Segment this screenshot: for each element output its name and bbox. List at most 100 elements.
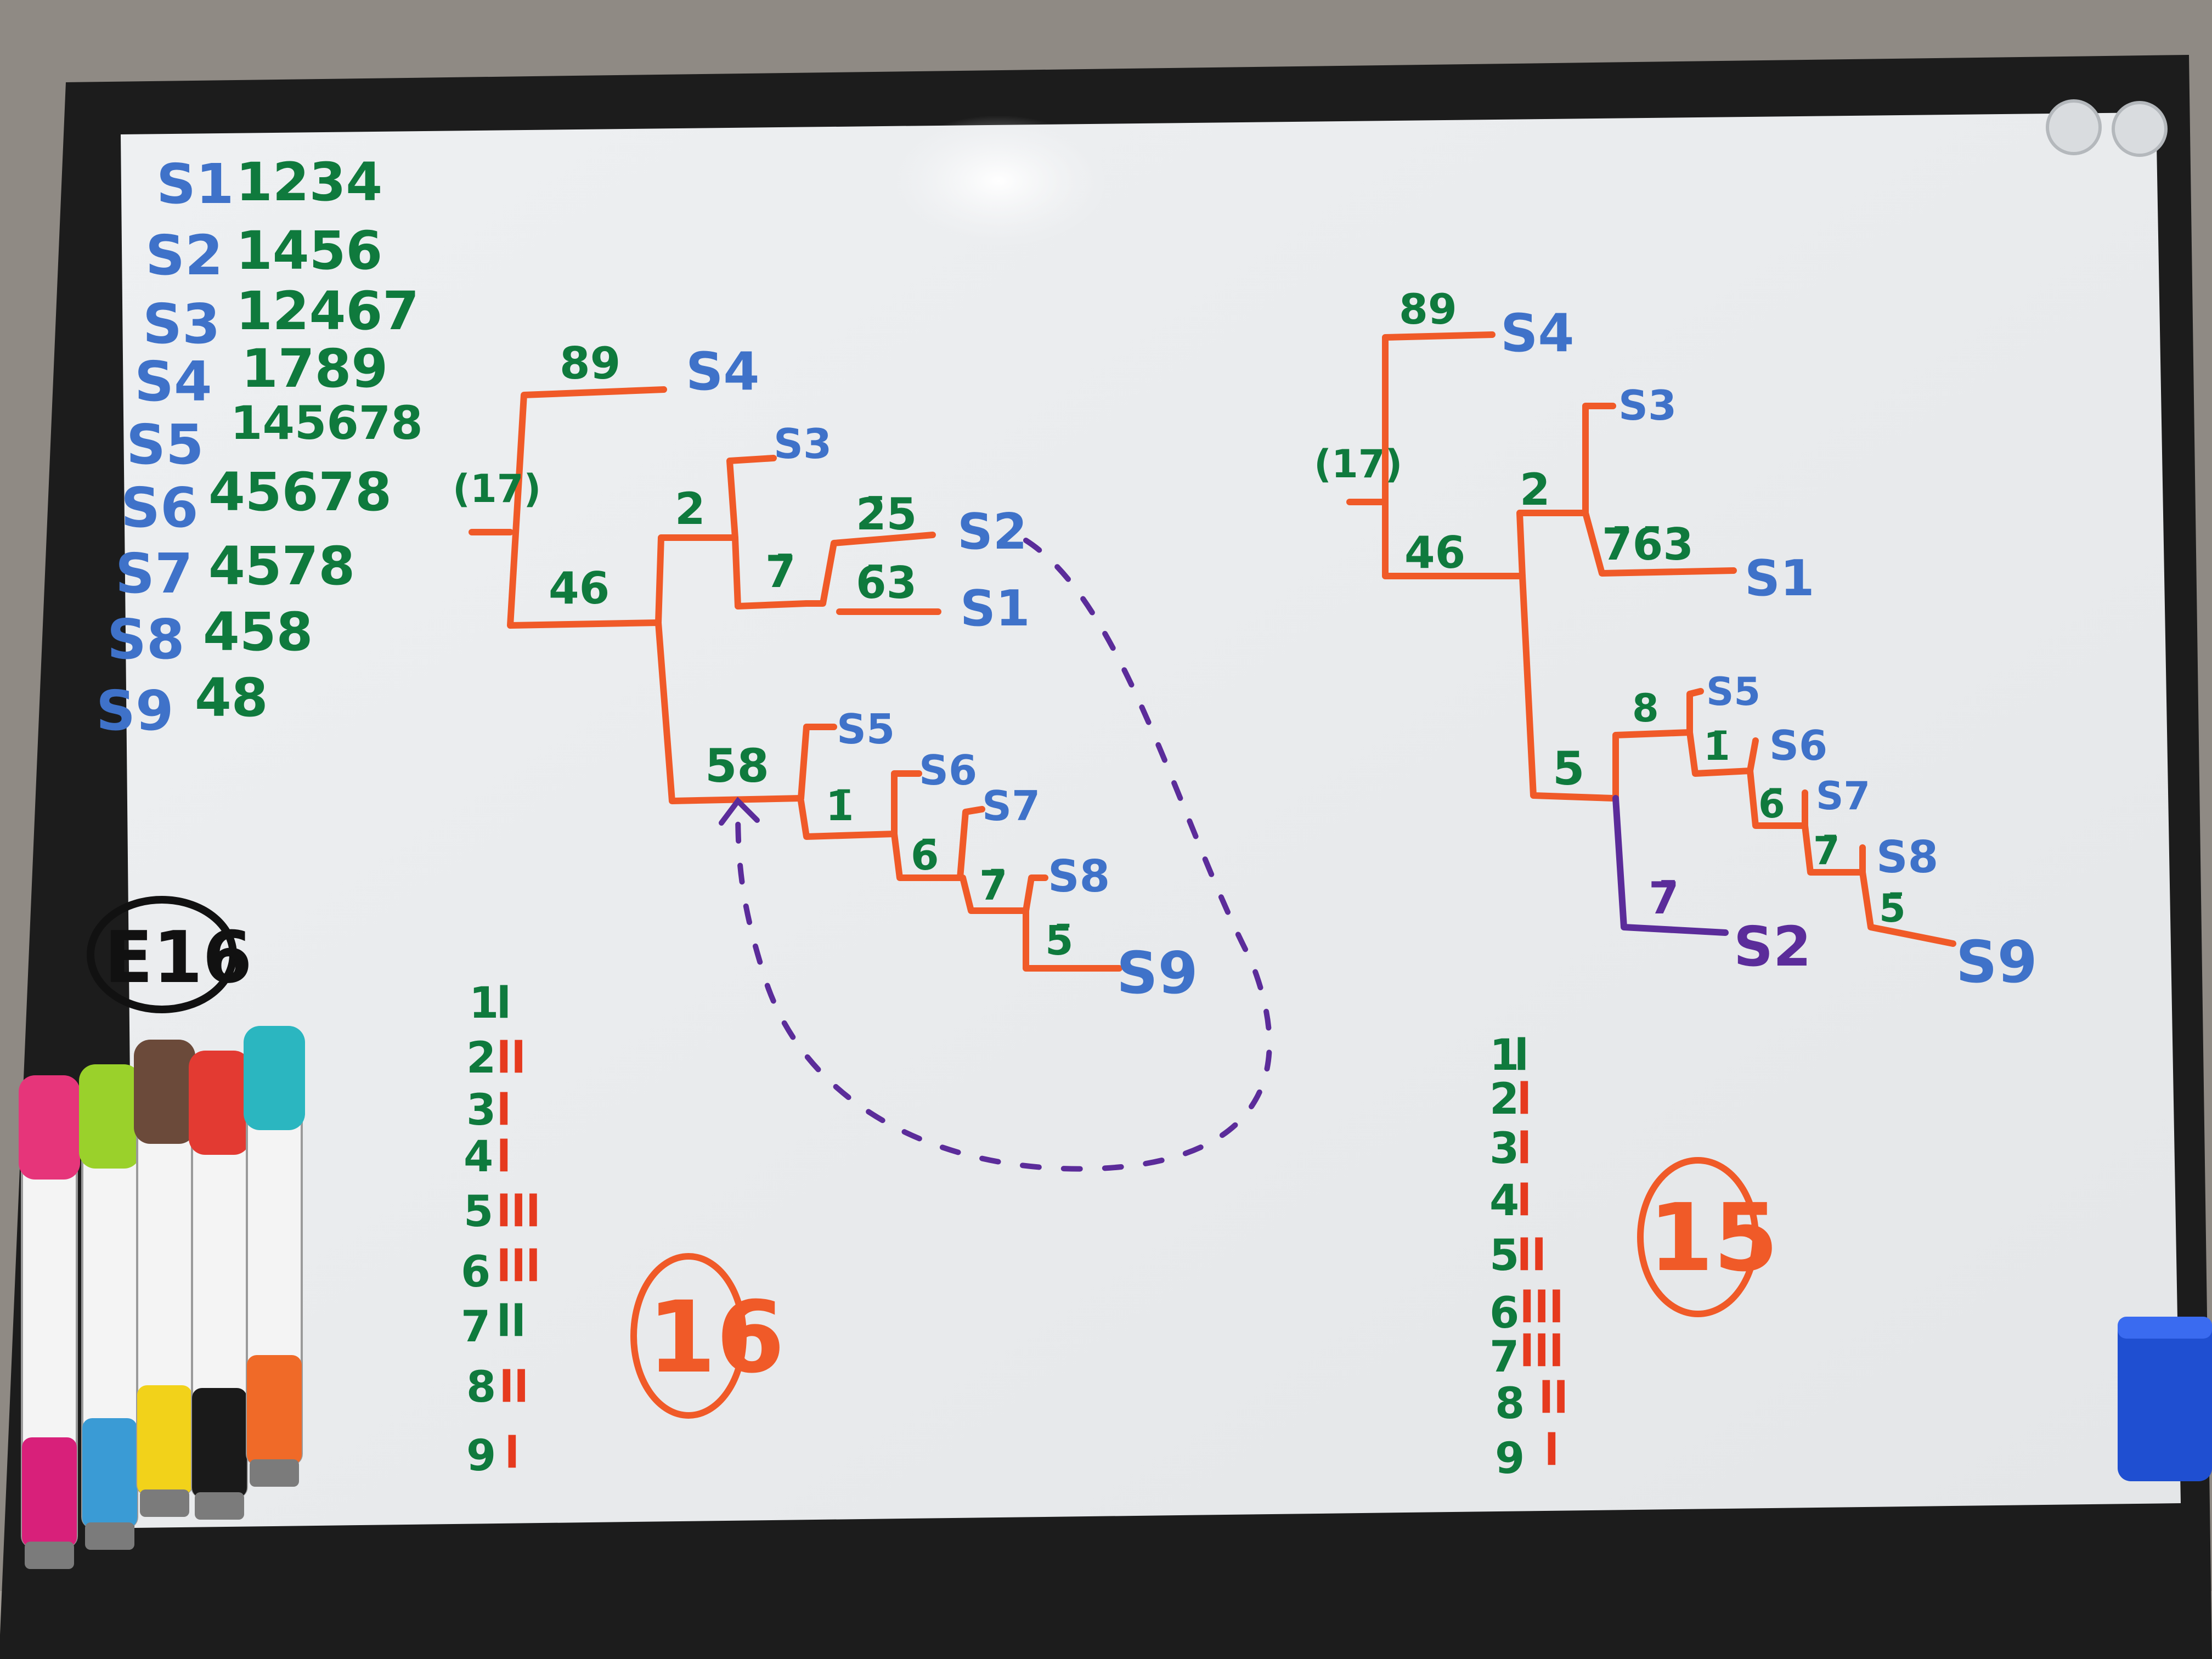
branch-label: 5̄ [1879,886,1906,931]
taxon-label: S7 [982,782,1040,830]
branch-label: 7̄ [979,862,1008,910]
matrix-chars: 458 [203,601,313,663]
branch-label: 7̄ [1813,828,1840,873]
branch-label: 46 [1404,527,1465,578]
score-label: 16 [630,1253,785,1419]
tally-number: 5 [1489,1231,1519,1280]
move-path [735,538,1272,1172]
branch-label: 7̄ [1649,873,1679,924]
taxon-label: S6 [919,746,977,794]
branch-label: 6̄ [911,832,939,879]
tally-marks: lll [496,1187,540,1237]
tally-marks: l [496,1086,511,1135]
matrix-taxon: S9 [96,679,174,743]
matrix-chars: 1456 [236,220,382,281]
taxon-label: S4 [1500,303,1575,364]
teal-marker[interactable] [244,1026,305,1487]
matrix-chars: 45678 [208,461,392,523]
tally-marks: l [1544,1426,1559,1475]
tally-number: 8 [1495,1379,1525,1429]
tally-number: 6 [461,1248,490,1297]
taxon-label: S3 [774,420,832,468]
red-marker[interactable] [189,1051,250,1520]
matrix-chars: 12467 [236,280,419,342]
matrix-taxon: S2 [145,223,223,287]
tally-marks: ll [499,1363,528,1412]
branch-label: 7̄ [765,546,796,597]
branch-label: 1̄ [1703,724,1730,769]
tally-marks: l [505,1429,520,1478]
tally-number: 2 [466,1034,496,1083]
branch-label: 5 [1553,742,1584,795]
tally-number: 9 [1495,1434,1525,1483]
tally-number: 6 [1489,1289,1519,1338]
taxon-label: S6 [1769,721,1827,770]
tally-number: 4 [1489,1176,1519,1226]
matrix-chars: 1234 [236,151,382,213]
matrix-taxon: S5 [126,413,204,477]
taxon-label: S2 [957,503,1027,561]
matrix-chars: 48 [195,667,268,729]
branch-label: 7̄6̄3 [1602,519,1694,570]
tally-marks: ll [496,1034,526,1083]
tally-table: 1 l 2 l 3 l 4 l 5 ll 6 lll 7 lll 8 ll 9 … [1489,1031,1568,1483]
taxon-label: S4 [686,342,760,402]
root-label: (17) [453,466,541,511]
move-arrowhead [719,797,760,826]
tally-marks: l [1517,1176,1532,1226]
tree-2: (17) 89 46 2 7̄6̄3 5 8 1̄ 6̄ 7̄ 5̄ 7̄ S4… [1314,285,2038,1483]
taxon-label: S9 [1956,929,2038,996]
eraser[interactable] [2118,1317,2212,1481]
tally-number: 1 [469,979,499,1028]
taxon-label: S8 [1048,851,1110,902]
tally-number: 3 [1489,1124,1519,1173]
tally-marks: l [1514,1031,1529,1080]
tally-number: 2 [1489,1075,1519,1124]
root-label: (17) [1314,442,1402,487]
branch-label: 2̄5 [856,489,917,540]
board-surface [121,112,2181,1528]
branch-label: 2 [675,483,706,534]
taxon-label: S9 [1116,940,1198,1007]
tally-marks: ll [1539,1374,1568,1423]
taxon-label: S5 [837,705,895,753]
tally-marks: l [496,1132,511,1182]
tally-marks: l [1517,1075,1532,1124]
tally-number: 7 [461,1302,490,1352]
matrix-chars: 1789 [241,338,388,399]
green-marker[interactable] [79,1064,140,1550]
marker-set [19,1026,305,1569]
tally-number: 9 [466,1431,496,1481]
tally-number: 3 [466,1086,496,1135]
branch-label: 1̄ [826,783,854,830]
tally-number: 7 [1489,1333,1519,1382]
branch-label: 46 [549,563,610,614]
branch-label: 89 [1399,285,1457,334]
tally-number: 8 [466,1363,496,1412]
branch-label: 58 [705,739,769,793]
taxon-label: S1 [960,580,1030,637]
branch-label: 89 [560,338,620,389]
character-matrix: S1 1234 S2 1456 S3 12467 S4 1789 S5 1456… [96,151,423,743]
tally-marks: ll [1517,1231,1546,1280]
matrix-taxon: S1 [156,152,234,216]
matrix-taxon: S3 [143,292,221,356]
tally-marks: l [496,979,511,1028]
tally-table: 1 l 2 ll 3 l 4 l 5 lll 6 lll 7 ll 8 ll 9… [461,979,540,1481]
brown-marker[interactable] [134,1040,195,1517]
taxon-label: S5 [1706,669,1760,714]
tally-marks: lll [1520,1283,1564,1333]
score-text: 16 [647,1280,785,1395]
tally-number: 1 [1489,1031,1519,1080]
matrix-taxon: S7 [115,541,193,606]
branch-label: 8 [1632,686,1659,731]
tally-number: 5 [464,1187,493,1237]
tree-1: (17) 89 46 2 7̄ 2̄5 6̄3 58 1̄ 6̄ 7̄ 5̄ S… [453,338,1272,1481]
pink-marker[interactable] [19,1075,80,1569]
tally-marks: l [1517,1124,1532,1173]
branch-label: 6̄ [1758,782,1785,827]
magnet-icons [2046,99,2168,157]
taxon-label: S7 [1816,774,1870,819]
problem-label-text: E16 [104,916,252,999]
